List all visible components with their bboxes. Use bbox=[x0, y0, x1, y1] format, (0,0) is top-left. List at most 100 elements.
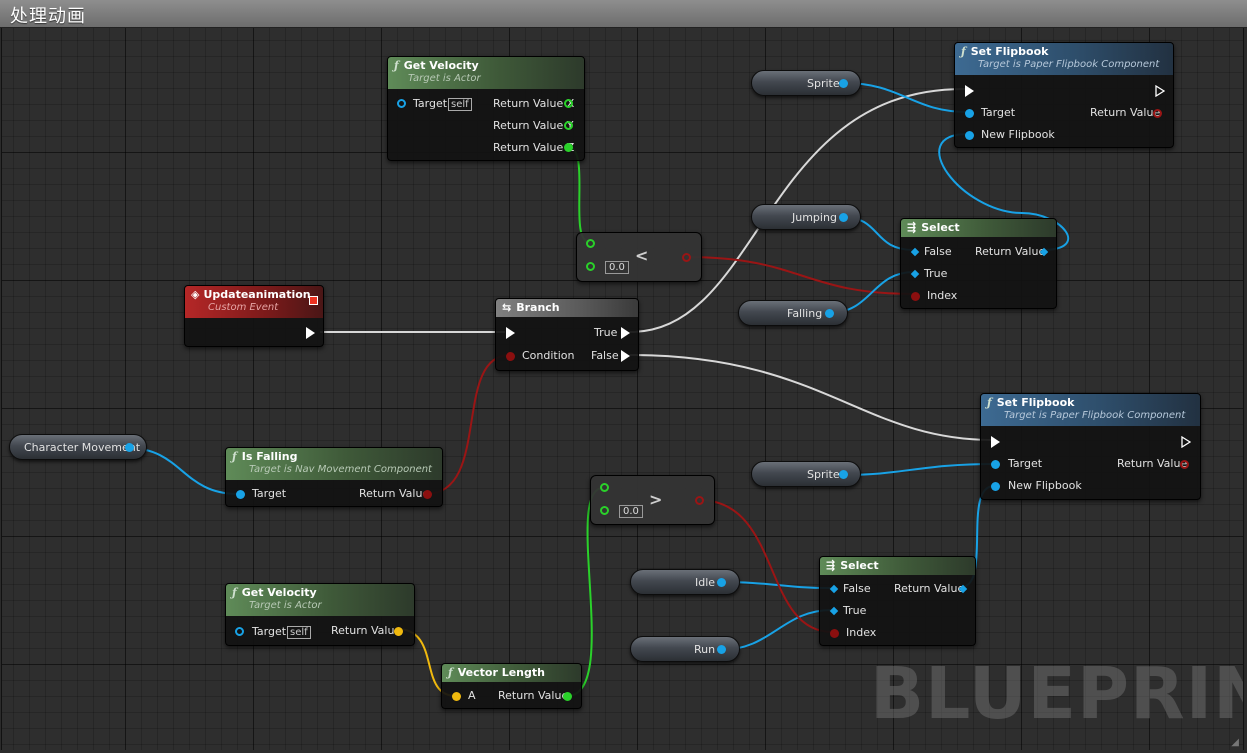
return-z-pin[interactable] bbox=[564, 143, 573, 152]
true-pin[interactable] bbox=[829, 606, 839, 616]
true-label: True bbox=[843, 604, 867, 617]
wire-branch-false-to-setflipbook-bottom bbox=[629, 354, 993, 441]
sprite-out-pin[interactable] bbox=[839, 79, 848, 88]
sprite-variable-top[interactable]: Sprite bbox=[751, 70, 861, 96]
select-node-bottom[interactable]: ⇶Select False Return Value True Index bbox=[819, 556, 976, 646]
node-subtitle: Custom Event bbox=[208, 302, 279, 313]
return-value-label: Return Value bbox=[1090, 106, 1161, 119]
exec-in-pin[interactable] bbox=[965, 85, 974, 97]
new-flipbook-label: New Flipbook bbox=[1008, 479, 1082, 492]
return-y-pin[interactable] bbox=[564, 121, 573, 130]
run-variable[interactable]: Run bbox=[630, 636, 740, 662]
return-value-pin[interactable] bbox=[563, 692, 572, 701]
result-pin[interactable] bbox=[682, 253, 691, 262]
less-than-node[interactable]: 0.0 < bbox=[576, 232, 702, 282]
false-pin[interactable] bbox=[829, 584, 839, 594]
node-title: Get Velocity bbox=[403, 59, 479, 72]
node-subtitle: Target is Paper Flipbook Component bbox=[978, 59, 1160, 70]
new-flipbook-pin[interactable] bbox=[991, 482, 1000, 491]
return-value-pin[interactable] bbox=[423, 490, 432, 499]
return-value-label: Return Value bbox=[1117, 457, 1188, 470]
input-b-value[interactable]: 0.0 bbox=[619, 505, 643, 518]
index-pin[interactable] bbox=[830, 629, 839, 638]
input-b-value[interactable]: 0.0 bbox=[605, 261, 629, 274]
idle-variable[interactable]: Idle bbox=[630, 569, 740, 595]
false-label: False bbox=[591, 349, 619, 362]
self-default-value[interactable]: self bbox=[448, 98, 472, 111]
input-b-pin[interactable] bbox=[600, 506, 609, 515]
condition-pin[interactable] bbox=[506, 352, 515, 361]
run-out-pin[interactable] bbox=[717, 645, 726, 654]
target-pin[interactable] bbox=[397, 99, 406, 108]
return-value-pin[interactable] bbox=[1153, 109, 1162, 118]
return-value-pin[interactable] bbox=[1180, 460, 1189, 469]
return-z-label: Return Value Z bbox=[493, 141, 575, 154]
false-exec-pin[interactable] bbox=[621, 350, 630, 362]
function-icon: ƒ bbox=[232, 586, 237, 599]
resize-grip-icon[interactable]: ◢ bbox=[1231, 737, 1239, 748]
input-a-pin[interactable] bbox=[586, 239, 595, 248]
target-label: Target bbox=[252, 625, 287, 638]
branch-node[interactable]: ⇆Branch True Condition False bbox=[495, 298, 639, 371]
new-flipbook-pin[interactable] bbox=[965, 131, 974, 140]
target-pin[interactable] bbox=[965, 109, 974, 118]
graph-title-bar: 处理动画 bbox=[0, 0, 1247, 28]
greater-than-node[interactable]: 0.0 > bbox=[590, 475, 715, 525]
select-node-top[interactable]: ⇶Select False Return Value True Index bbox=[900, 218, 1057, 309]
target-pin[interactable] bbox=[235, 627, 244, 636]
false-pin[interactable] bbox=[910, 247, 920, 257]
operator-label: < bbox=[635, 246, 649, 265]
input-b-pin[interactable] bbox=[586, 262, 595, 271]
input-a-pin[interactable] bbox=[600, 483, 609, 492]
self-default-value[interactable]: self bbox=[287, 626, 311, 639]
exec-in-pin[interactable] bbox=[991, 436, 1000, 448]
character-movement-out-pin[interactable] bbox=[125, 443, 134, 452]
function-icon: ƒ bbox=[232, 450, 237, 463]
character-movement-variable[interactable]: Character Movement bbox=[9, 434, 147, 460]
exec-out-pin[interactable] bbox=[306, 327, 315, 339]
exec-in-pin[interactable] bbox=[506, 327, 515, 339]
node-header: ⇆Branch bbox=[496, 299, 638, 317]
index-label: Index bbox=[927, 289, 958, 302]
result-pin[interactable] bbox=[695, 496, 704, 505]
target-pin[interactable] bbox=[991, 460, 1000, 469]
falling-out-pin[interactable] bbox=[825, 309, 834, 318]
return-value-pin[interactable] bbox=[394, 627, 403, 636]
sprite-out-pin[interactable] bbox=[839, 470, 848, 479]
node-title: Get Velocity bbox=[241, 586, 317, 599]
return-y-label: Return Value Y bbox=[493, 119, 574, 132]
variable-label: Sprite bbox=[807, 77, 840, 90]
jumping-variable[interactable]: Jumping bbox=[751, 204, 861, 230]
exec-out-pin[interactable] bbox=[1181, 436, 1191, 448]
target-pin[interactable] bbox=[236, 490, 245, 499]
wire-charmovement-to-isfalling bbox=[127, 447, 239, 495]
node-title: Set Flipbook bbox=[996, 396, 1075, 409]
sprite-variable-bottom[interactable]: Sprite bbox=[751, 461, 861, 487]
function-icon: ƒ bbox=[961, 45, 966, 58]
update-animation-event-node[interactable]: ◈Updateanimation Custom Event bbox=[184, 285, 324, 347]
index-pin[interactable] bbox=[911, 292, 920, 301]
idle-out-pin[interactable] bbox=[717, 578, 726, 587]
input-a-pin[interactable] bbox=[452, 692, 461, 701]
get-velocity-node-bottom[interactable]: ƒ Get Velocity Target is Actor Target sel… bbox=[225, 583, 415, 646]
falling-variable[interactable]: Falling bbox=[738, 300, 848, 326]
exec-out-pin[interactable] bbox=[1155, 85, 1165, 97]
jumping-out-pin[interactable] bbox=[839, 213, 848, 222]
node-subtitle: Target is Actor bbox=[249, 600, 322, 611]
true-exec-pin[interactable] bbox=[621, 327, 630, 339]
return-x-pin[interactable] bbox=[564, 99, 573, 108]
node-header: ◈Updateanimation Custom Event bbox=[185, 286, 323, 318]
true-pin[interactable] bbox=[910, 269, 920, 279]
function-icon: ƒ bbox=[448, 666, 453, 679]
delegate-pin[interactable] bbox=[309, 296, 318, 305]
variable-label: Jumping bbox=[792, 211, 837, 224]
